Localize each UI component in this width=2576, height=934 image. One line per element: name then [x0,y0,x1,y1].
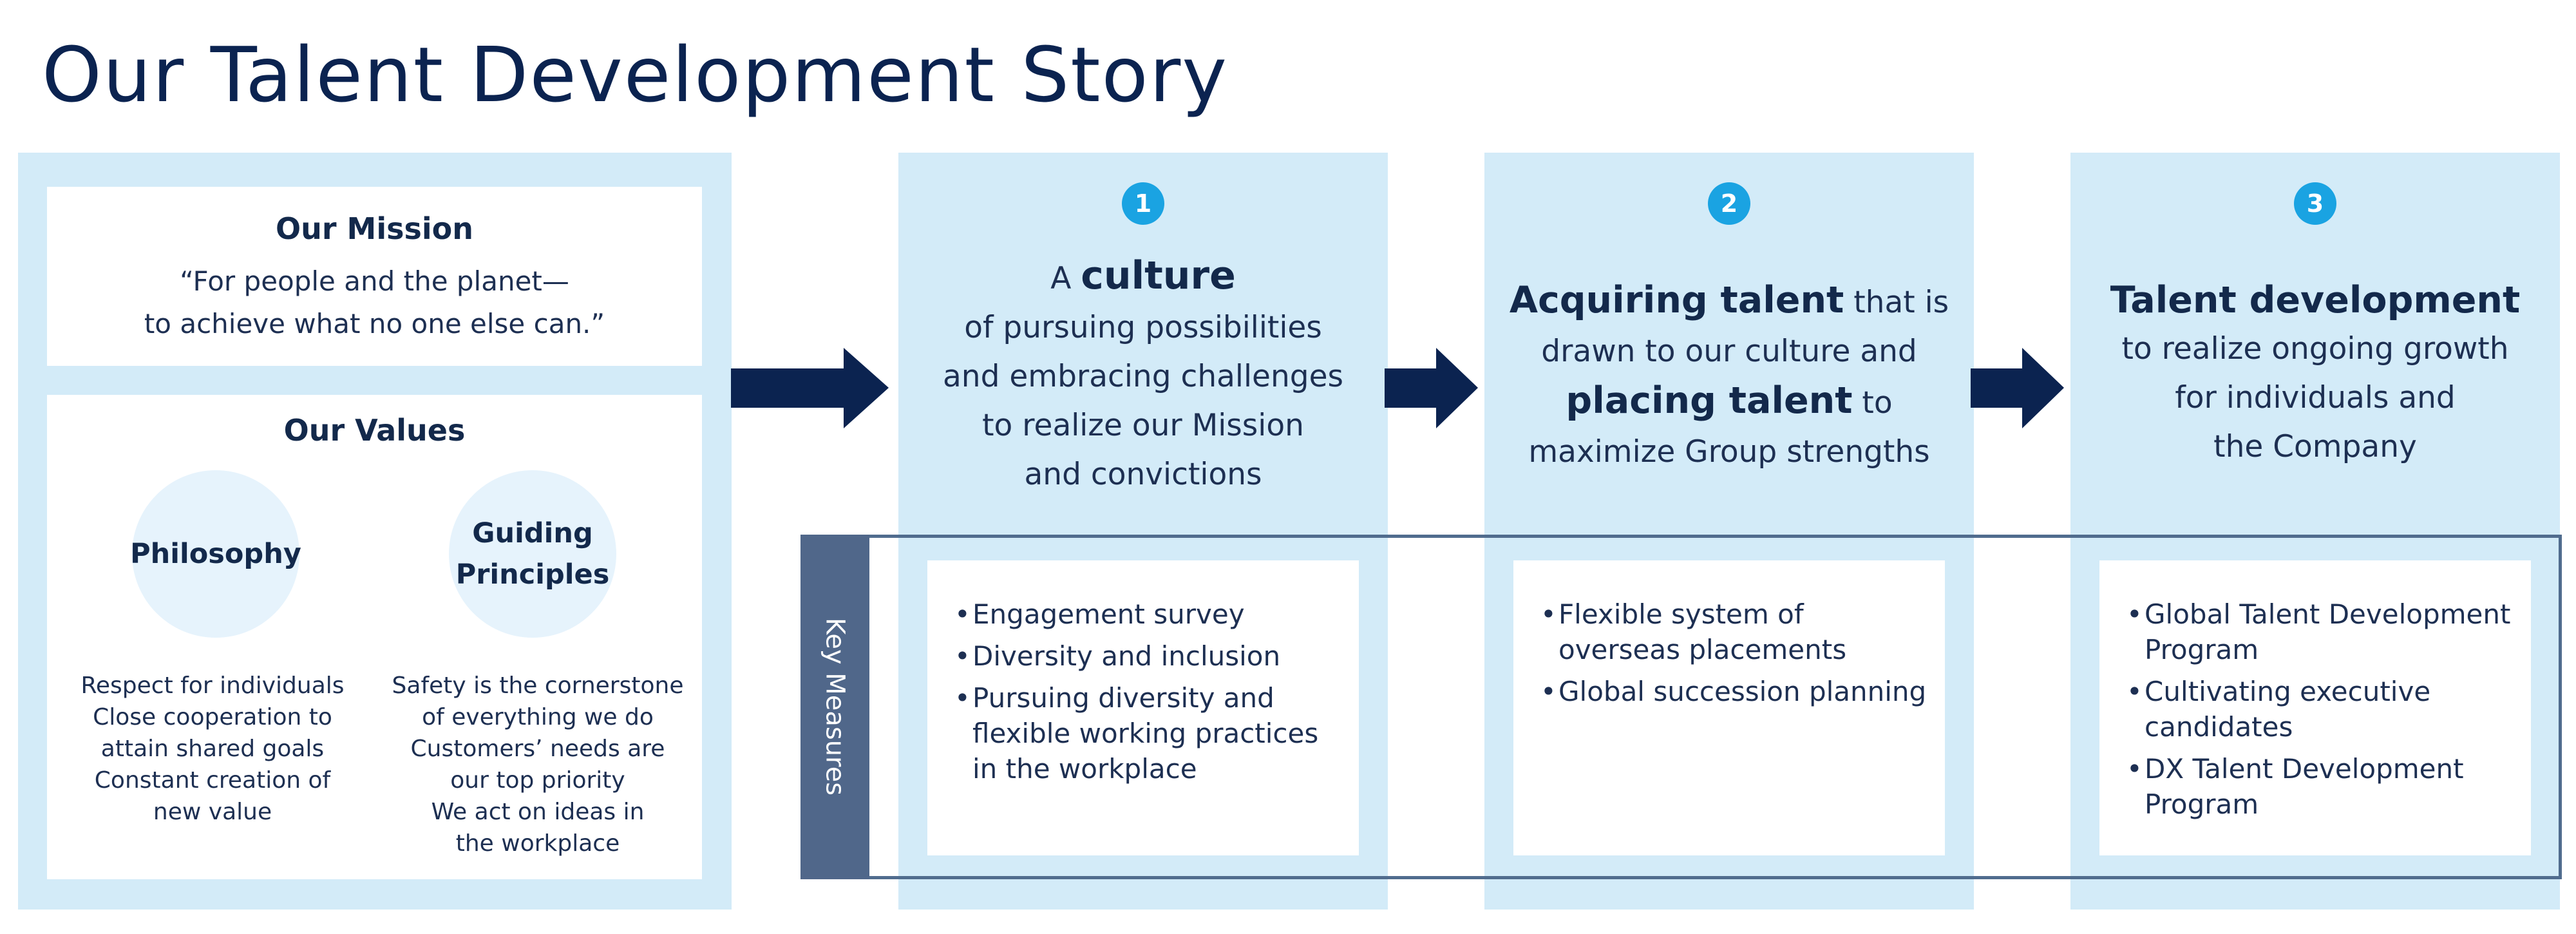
measures-box-1: Engagement survey Diversity and inclusio… [927,560,1359,855]
philosophy-item: attain shared goals [100,736,325,762]
step-1-text: A culture of pursuing possibilities and … [898,251,1388,499]
page-title: Our Talent Development Story [42,30,1229,119]
mission-statement: “For people and the planet— to achieve w… [47,260,702,345]
philosophy-list: Respect for individuals Close cooperatio… [58,670,367,828]
key-measures-tab: Key Measures [800,535,869,879]
step-2-text-2: drawn to our culture and [1541,334,1917,369]
guiding-label-line-1: Guiding [472,517,593,549]
measure-item: Diversity and inclusion [954,638,1346,674]
right-arrow-icon [731,348,889,428]
guiding-item: Safety is the cornerstone [392,672,684,699]
step-3-line: for individuals and [2175,380,2456,415]
guiding-item: Customers’ needs are [410,736,665,762]
measures-box-2: Flexible system of overseas placements G… [1513,560,1945,855]
step-1-badge: 1 [1122,182,1164,225]
mission-line-1: “For people and the planet— [180,265,569,297]
step-2-text-4: maximize Group strengths [1528,434,1930,470]
step-3-line: to realize ongoing growth [2121,331,2509,367]
step-2-emphasis-2: placing talent [1566,379,1853,422]
philosophy-item: Respect for individuals [80,672,345,699]
guiding-item: our top priority [450,767,625,794]
measure-item: Global succession planning [1540,674,1932,709]
values-heading: Our Values [283,413,466,448]
mission-heading: Our Mission [276,211,473,246]
mission-line-2: to achieve what no one else can.” [144,308,605,339]
guiding-item: the workplace [455,830,620,857]
measures-box-3: Global Talent Development Program Cultiv… [2099,560,2531,855]
measure-item: DX Talent Development Program [2126,751,2518,822]
philosophy-item: new value [153,799,272,825]
step-1-lead: A [1050,261,1081,296]
step-1-line: and embracing challenges [943,359,1343,394]
guiding-item: of everything we do [422,704,654,730]
step-1-line: and convictions [1024,457,1262,492]
step-2-text-1: that is [1844,285,1949,320]
step-2-badge: 2 [1708,182,1750,225]
measure-item: Pursuing diversity and flexible working … [954,680,1346,786]
step-1-line: to realize our Mission [982,408,1304,443]
measure-item: Engagement survey [954,596,1346,632]
step-3-emphasis: Talent development [2110,279,2521,321]
values-box: Our Values [47,395,702,879]
philosophy-circle: Philosophy [130,470,301,638]
right-arrow-icon [1385,348,1478,428]
guiding-principles-circle: Guiding Principles [449,470,616,638]
philosophy-item: Constant creation of [94,767,331,794]
step-3-text: Talent development to realize ongoing gr… [2070,276,2560,472]
step-2-text: Acquiring talent that is drawn to our cu… [1484,276,1974,477]
step-3-badge: 3 [2294,182,2336,225]
guiding-item: We act on ideas in [431,799,645,825]
measure-item: Flexible system of overseas placements [1540,596,1932,667]
right-arrow-icon [1971,348,2064,428]
step-1-line: of pursuing possibilities [964,310,1322,345]
measure-item: Cultivating executive candidates [2126,674,2518,745]
guiding-label-line-2: Principles [455,558,610,591]
measure-item: Global Talent Development Program [2126,596,2518,667]
step-3-line: the Company [2213,429,2417,464]
guiding-principles-list: Safety is the cornerstone of everything … [380,670,696,859]
step-1-emphasis: culture [1081,253,1236,298]
philosophy-label: Philosophy [130,538,301,570]
mission-box: Our Mission “For people and the planet— … [47,187,702,366]
step-2-text-3: to [1852,385,1893,421]
step-2-emphasis-1: Acquiring talent [1509,279,1844,321]
philosophy-item: Close cooperation to [93,704,332,730]
key-measures-label: Key Measures [820,618,850,796]
